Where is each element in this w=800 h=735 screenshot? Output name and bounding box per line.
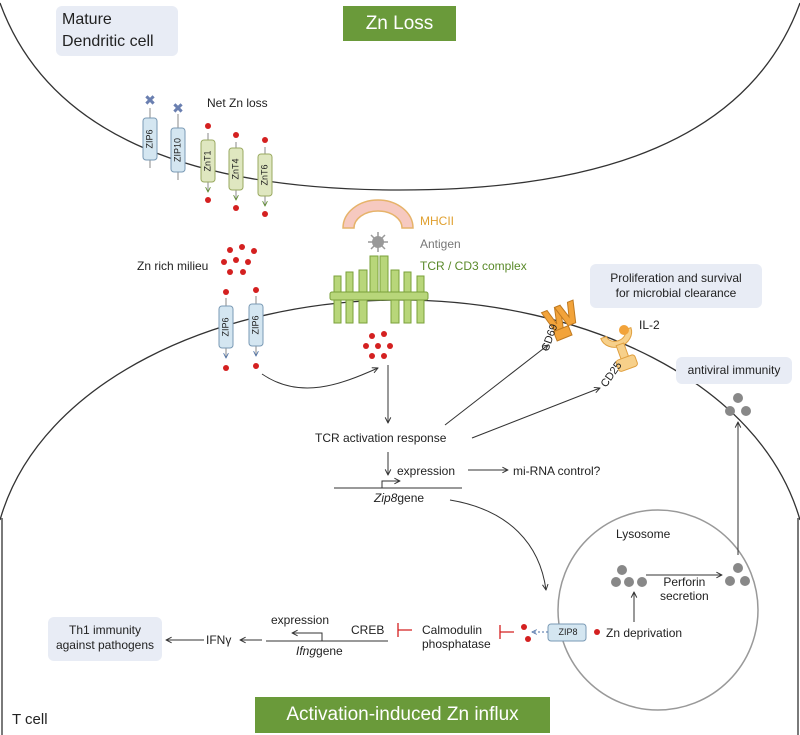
zn-deprivation-label: Zn deprivation <box>606 626 683 640</box>
zinc-ion-icon <box>223 289 229 295</box>
tcell-transporter-label: ZIP6 <box>250 315 260 334</box>
ifng-gene-name: Ifng <box>296 644 317 658</box>
arrow-tcr-to-cd69 <box>444 345 548 426</box>
mhcii-icon <box>342 199 414 229</box>
perforin-granules-inside <box>611 565 647 587</box>
il2-label: IL-2 <box>639 318 660 332</box>
dc-transporter-label: ZnT1 <box>202 150 212 171</box>
zn-loss-banner: Zn Loss <box>343 6 456 41</box>
dc-transporter-label: ZnT6 <box>259 164 269 185</box>
blocked-zinc-icon: ✖ <box>144 93 156 109</box>
il2-ligand-icon <box>619 325 629 335</box>
zinc-ion-icon <box>205 197 211 203</box>
zip8-gene-name: Zip8 <box>374 491 398 505</box>
mhcii-label: MHCII <box>420 214 454 228</box>
tcell-transporter-zip6-a <box>218 289 234 371</box>
zinc-ion-icon <box>253 363 259 369</box>
zinc-ion-icon <box>262 211 268 217</box>
dc-transporter-label: ZIP10 <box>172 138 182 162</box>
zn-influx-banner: Activation-induced Zn influx <box>255 697 550 733</box>
calmodulin-phosphatase-label: Calmodulin phosphatase <box>422 623 491 651</box>
arrow-tcr-to-cd25 <box>471 388 600 439</box>
lysosome-compartment <box>557 509 759 711</box>
ifng-gene-suffix: gene <box>316 644 343 658</box>
zip8-label: ZIP8 <box>558 627 578 637</box>
antiviral-immunity-box: antiviral immunity <box>676 357 792 384</box>
intracellular-zinc-cluster <box>363 331 393 359</box>
inhibit-creb <box>397 623 412 637</box>
dc-transporter-label: ZIP6 <box>144 129 154 148</box>
perforin-granules-antiviral <box>725 393 751 416</box>
antigen-icon <box>368 232 388 252</box>
ifng-gene-label: Ifnggene <box>296 644 343 658</box>
t-cell-label: T cell <box>12 711 48 728</box>
arrow-zip6-influx <box>261 368 378 389</box>
cd25-label: CD25 <box>599 360 625 390</box>
t-cell-membrane <box>0 299 800 521</box>
perforin-secretion-label: Perforin secretion <box>660 575 709 603</box>
tcell-transporter-zip6-b <box>248 287 264 369</box>
zip8-gene-suffix: gene <box>397 491 425 505</box>
expression2-label: expression <box>271 613 330 627</box>
net-zn-loss-label: Net Zn loss <box>207 96 268 110</box>
dc-transporter-znt6 <box>257 137 273 217</box>
creb-label: CREB <box>351 623 385 637</box>
th1-immunity-box: Th1 immunity against pathogens <box>48 617 162 661</box>
antigen-label: Antigen <box>420 237 461 251</box>
zinc-ion-icon <box>205 123 211 129</box>
tcr-activation-response-label: TCR activation response <box>315 431 447 445</box>
zinc-ion-icon <box>233 132 239 138</box>
zinc-ion-icon <box>262 137 268 143</box>
zip8-promoter-arrow <box>381 481 400 488</box>
lysosome-label: Lysosome <box>616 527 671 541</box>
dendritic-cell-label: Mature Dendritic cell <box>56 6 178 56</box>
perforin-granules-secreted <box>725 563 750 586</box>
dc-transporter-zip6: ✖ <box>142 93 158 168</box>
cd69-receptor-icon <box>540 299 577 342</box>
dc-transporter-znt4 <box>228 132 244 211</box>
zinc-ion-icon <box>223 365 229 371</box>
tcell-transporter-label: ZIP6 <box>220 317 230 336</box>
zinc-ion-icon <box>594 629 600 635</box>
expression-label: expression <box>397 464 456 478</box>
zn-rich-milieu-cluster <box>221 244 257 275</box>
dc-transporter-zip10: ✖ <box>170 101 186 180</box>
ifng-label: IFNγ <box>206 633 232 647</box>
zip8-gene-label: Zip8gene <box>374 491 424 505</box>
inhibit-calmodulin <box>499 625 514 639</box>
zinc-ion-icon <box>253 287 259 293</box>
mirna-control-label: mi-RNA control? <box>513 464 601 478</box>
tcr-cd3-complex-icon <box>329 255 429 324</box>
zn-rich-milieu-label: Zn rich milieu <box>137 259 209 273</box>
arrow-zip8-gene-to-protein <box>449 499 546 590</box>
dc-transporter-label: ZnT4 <box>230 158 240 179</box>
zinc-ion-icon <box>233 205 239 211</box>
dendritic-cell-membrane <box>0 2 800 191</box>
ifng-promoter-arrow <box>292 633 323 641</box>
cd25-receptor-icon <box>600 326 638 372</box>
proliferation-outcome-box: Proliferation and survival for microbial… <box>590 264 762 308</box>
blocked-zinc-icon: ✖ <box>172 101 184 117</box>
zinc-ion-icon <box>521 624 527 630</box>
tcr-cd3-label: TCR / CD3 complex <box>420 259 527 273</box>
zinc-ion-icon <box>525 636 531 642</box>
dc-transporter-znt1 <box>200 123 216 203</box>
